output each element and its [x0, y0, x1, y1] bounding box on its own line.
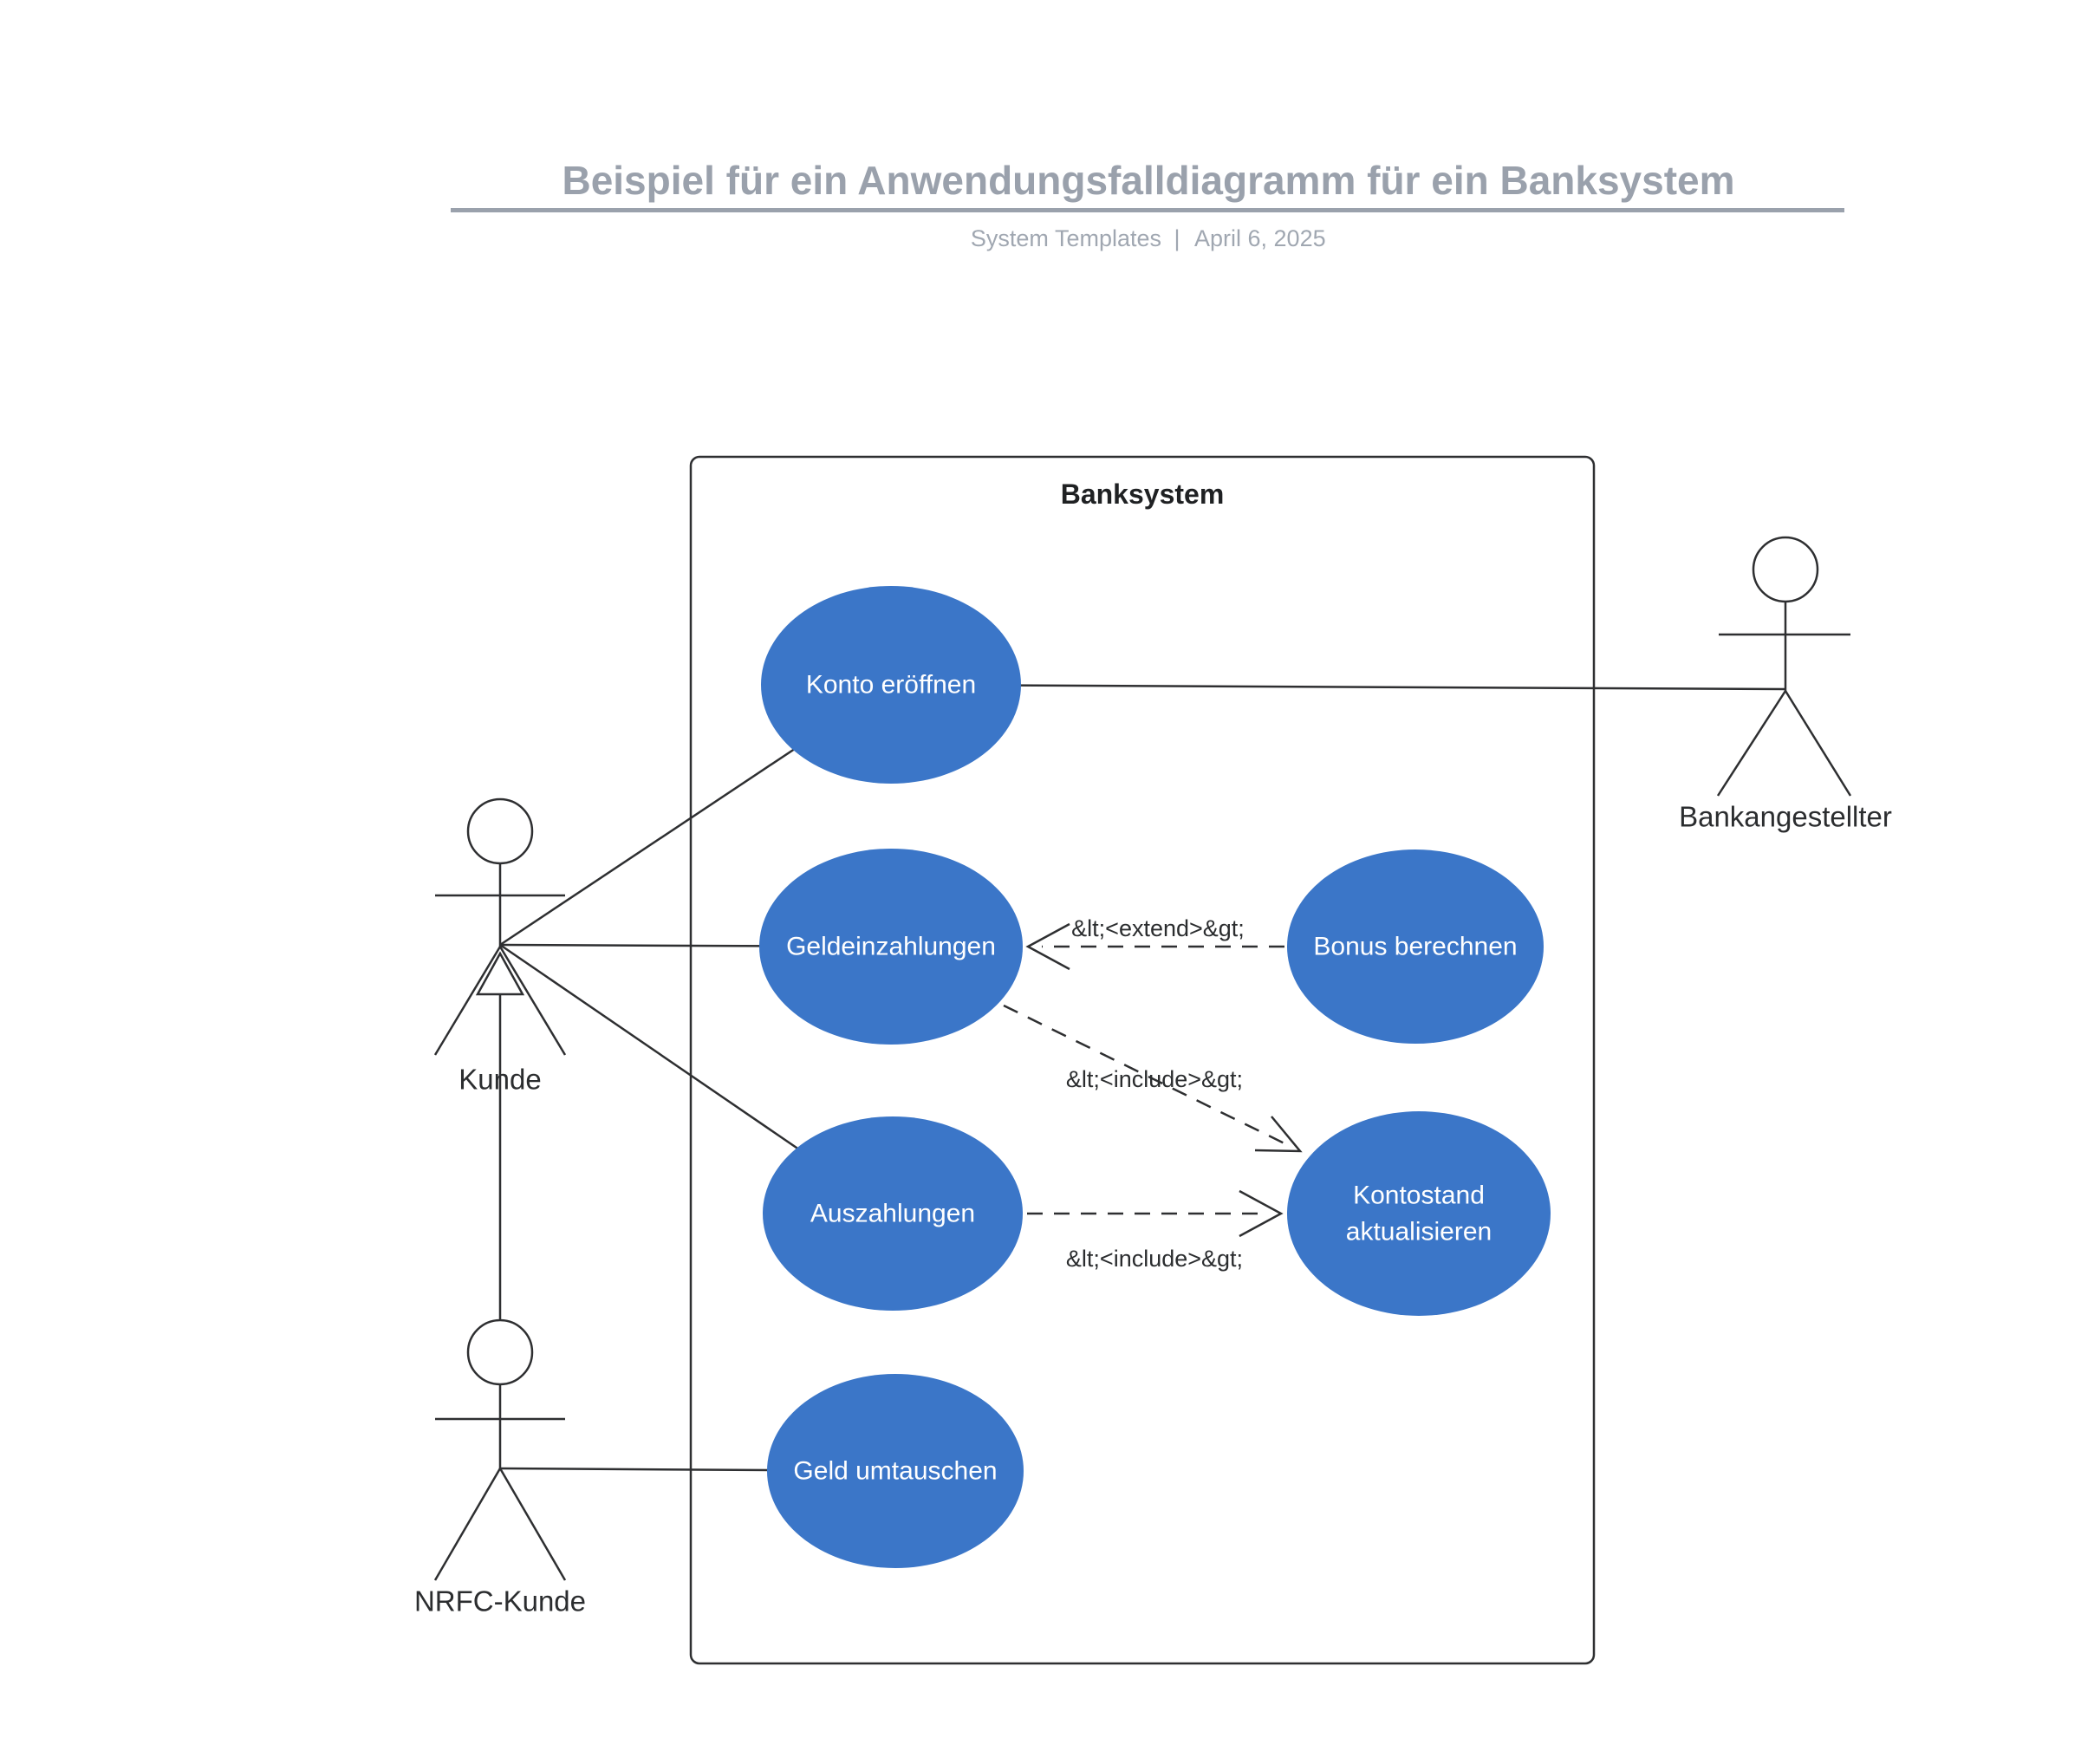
usecase-bonus-berechnen-ellipse [1287, 849, 1544, 1044]
usecase-geld-umtauschen: Geld umtauschen [767, 1374, 1024, 1568]
actor-nrfc-kunde-right-leg [498, 1468, 567, 1581]
actor-bankangestellter-left-leg [1716, 690, 1787, 797]
subtitle-source: System Templates [971, 225, 1161, 251]
usecase-bonus-berechnen-label: Bonus berechnen [1313, 933, 1517, 961]
system-boundary-label: Banksystem [1061, 478, 1225, 510]
subtitle-separator: | [1174, 225, 1180, 251]
usecase-geldeinzahlungen-ellipse [759, 849, 1023, 1045]
extend-open-arrowhead [1025, 922, 1070, 971]
usecase-bonus-berechnen: Bonus berechnen [1287, 849, 1544, 1044]
page-title: Beispiel für ein Anwendungsfalldiagramm … [562, 158, 1734, 203]
usecase-konto-eroeffnen: Konto eröffnen [761, 586, 1021, 784]
include-relationship-geldeinzahlungen: &lt;<include>&gt; [1003, 1004, 1303, 1153]
usecase-konto-eroeffnen-label: Konto eröffnen [806, 671, 976, 700]
extend-relationship: &lt;<extend>&gt; [1025, 915, 1284, 971]
usecase-auszahlungen-label: Auszahlungen [810, 1200, 975, 1228]
usecase-kontostand-aktualisieren-label-line1: Kontostand [1353, 1181, 1485, 1210]
actor-nrfc-kunde-left-leg [433, 1468, 502, 1581]
include-open-arrowhead-diagonal [1254, 1116, 1303, 1153]
include-open-arrowhead-horizontal [1239, 1189, 1284, 1238]
include-label-geldeinzahlungen: &lt;<include>&gt; [1066, 1066, 1243, 1092]
usecase-auszahlungen: Auszahlungen [763, 1116, 1023, 1311]
include-relationship-auszahlungen: &lt;<include>&gt; [1027, 1189, 1284, 1272]
actor-nrfc-kunde-label: NRFC-Kunde [414, 1585, 586, 1618]
actor-kunde-head [466, 797, 534, 865]
usecase-kontostand-aktualisieren-ellipse [1287, 1111, 1551, 1316]
usecase-geld-umtauschen-label: Geld umtauschen [793, 1457, 997, 1486]
actor-bankangestellter-label: Bankangestellter [1679, 801, 1892, 833]
usecase-geld-umtauschen-ellipse [767, 1374, 1024, 1568]
usecase-geldeinzahlungen: Geldeinzahlungen [759, 849, 1023, 1045]
actor-bankangestellter: Bankangestellter [1679, 536, 1892, 833]
title-underline [451, 208, 1844, 212]
usecase-kontostand-aktualisieren: Kontostand aktualisieren [1287, 1111, 1551, 1316]
usecase-auszahlungen-ellipse [763, 1116, 1023, 1311]
actor-bankangestellter-right-leg [1784, 690, 1852, 797]
actor-kunde-left-leg [433, 946, 502, 1056]
extend-label: &lt;<extend>&gt; [1071, 915, 1245, 941]
actor-kunde-right-leg [498, 946, 567, 1056]
actor-nrfc-kunde: NRFC-Kunde [414, 1318, 586, 1618]
subtitle-date: April 6, 2025 [1194, 225, 1326, 251]
include-label-auszahlungen: &lt;<include>&gt; [1066, 1246, 1243, 1272]
usecase-kontostand-aktualisieren-label-line2: aktualisieren [1346, 1218, 1492, 1247]
generalization-arrowhead [475, 951, 525, 996]
usecase-konto-eroeffnen-ellipse [761, 586, 1021, 784]
actor-bankangestellter-head [1752, 536, 1819, 603]
actor-nrfc-kunde-head [466, 1318, 534, 1386]
association-konto-eroeffnen-bankangestellter [890, 683, 1786, 691]
usecase-geldeinzahlungen-label: Geldeinzahlungen [786, 933, 996, 961]
